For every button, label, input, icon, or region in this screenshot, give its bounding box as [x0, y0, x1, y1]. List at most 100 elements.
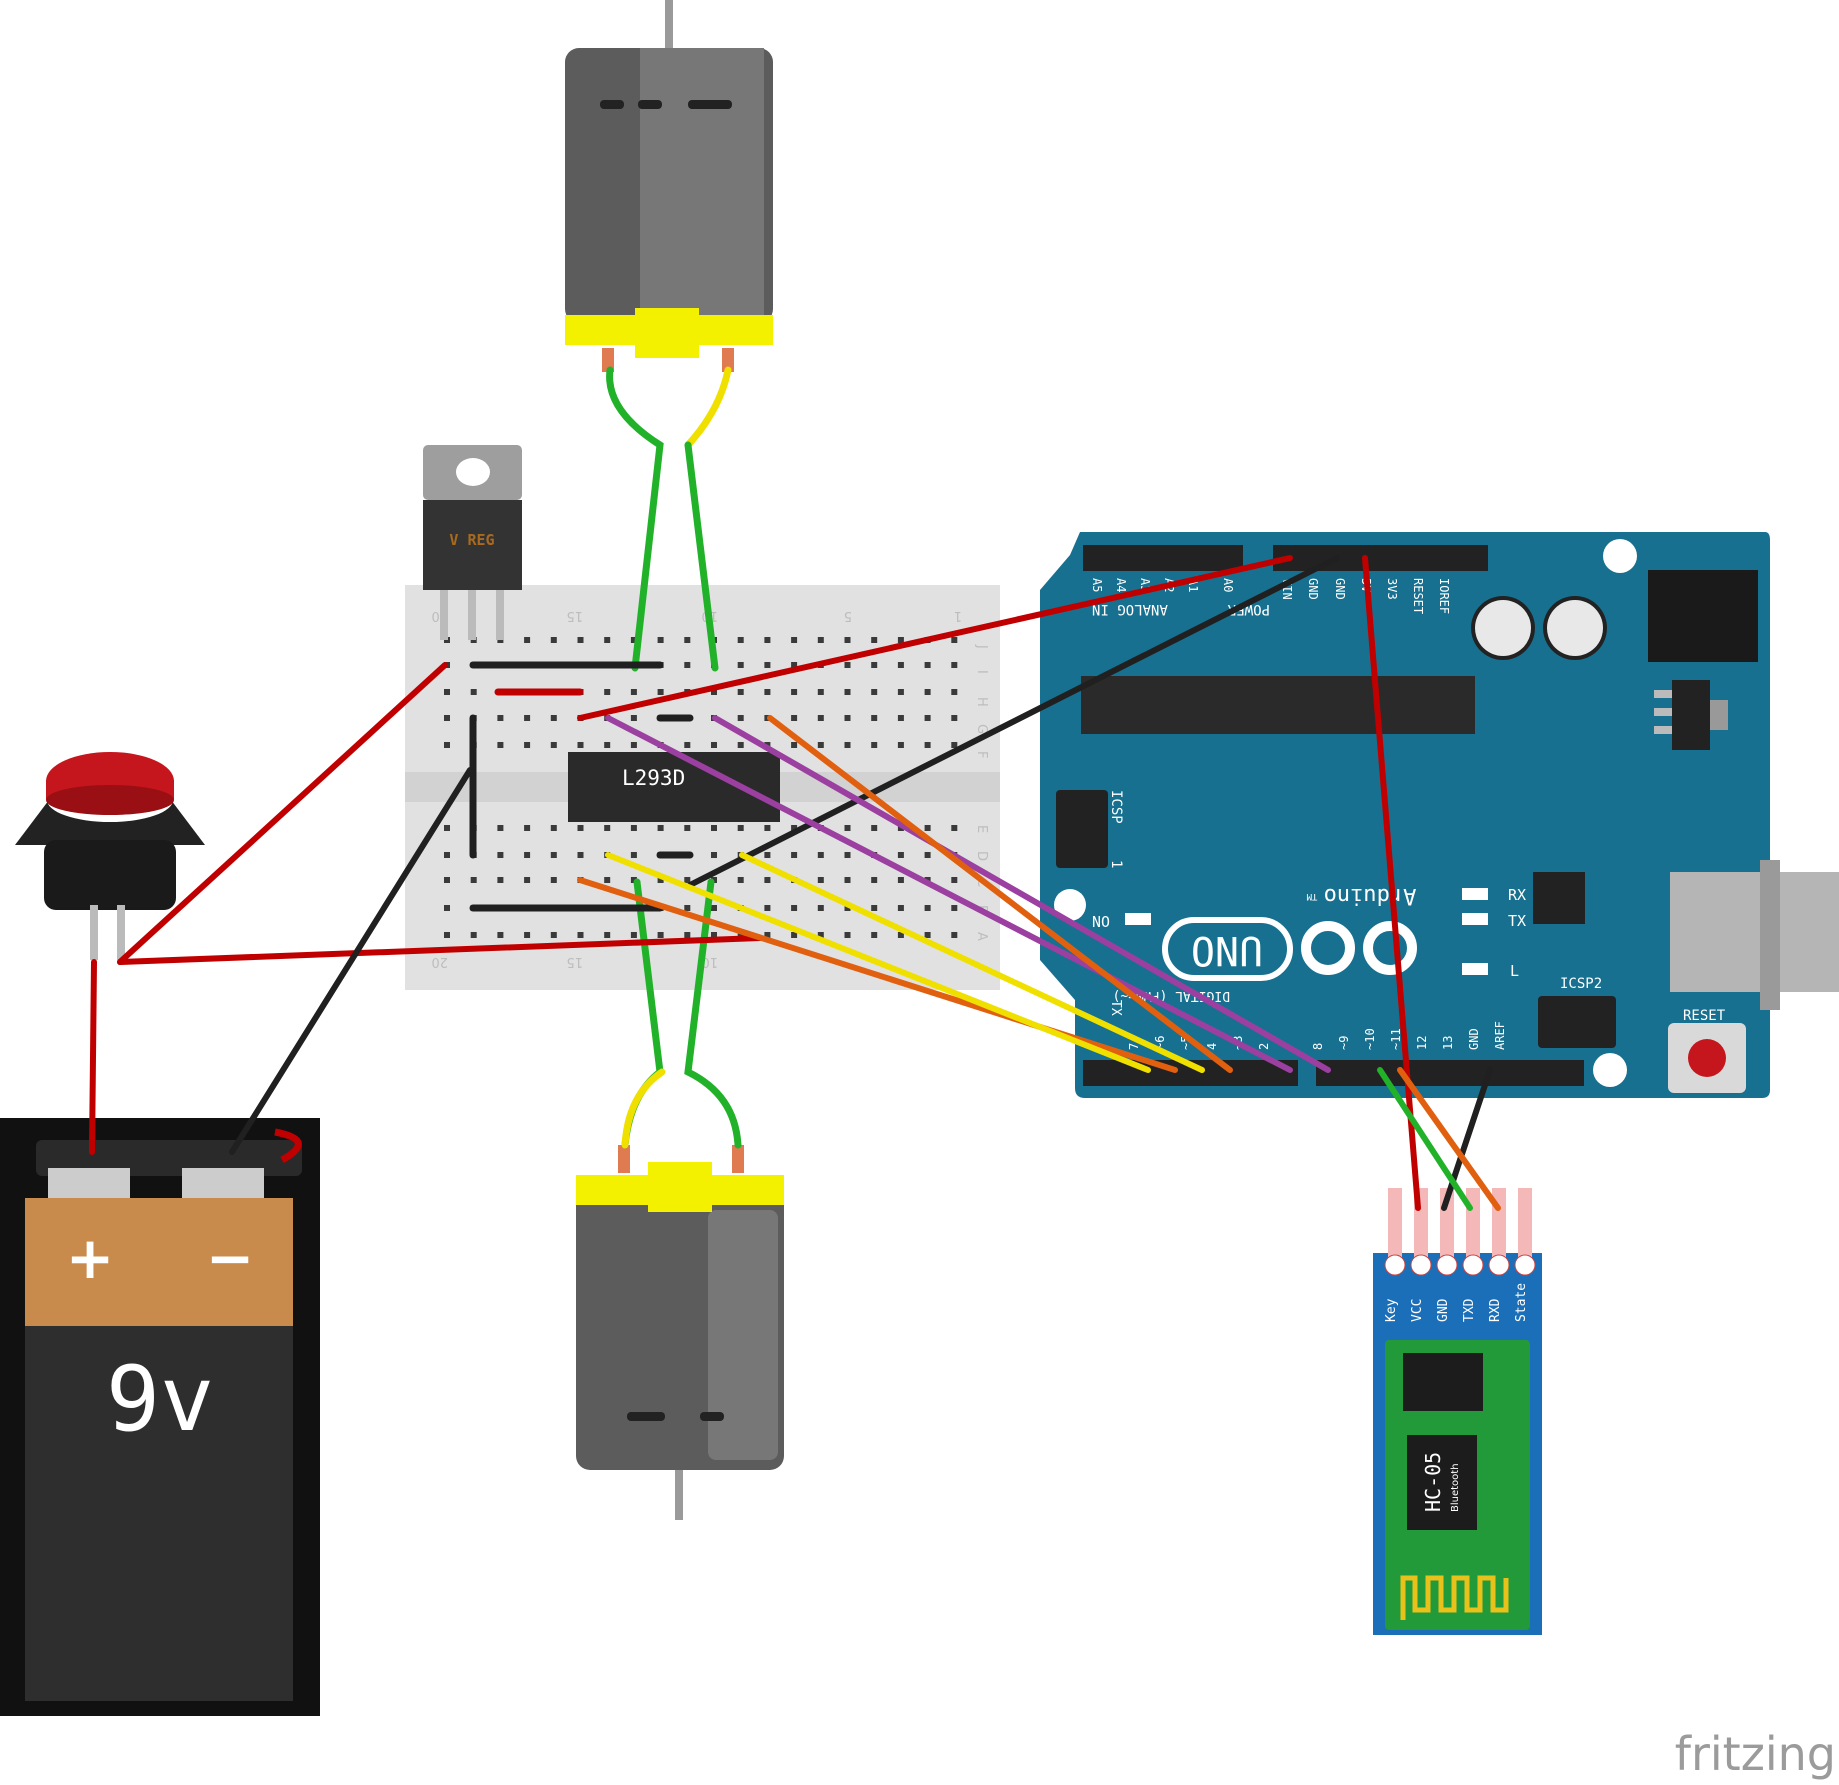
- pin-11-label: ~11: [1389, 1028, 1403, 1050]
- breadboard-hole: [951, 637, 958, 643]
- breadboard-hole: [444, 742, 450, 748]
- breadboard-hole: [897, 905, 904, 911]
- battery-9v: + − 9v: [0, 1118, 320, 1716]
- push-button: [15, 752, 205, 960]
- wire-motor-top-right: [684, 441, 719, 672]
- pin-10-label: ~10: [1363, 1028, 1377, 1050]
- regulator-label: V REG: [449, 531, 494, 549]
- breadboard-hole: [897, 742, 904, 748]
- wires: [89, 366, 1501, 1211]
- row-letter-g: G: [974, 724, 989, 734]
- breadboard-hole: [951, 689, 958, 695]
- row-letter-e: E: [974, 825, 989, 833]
- l-label: L: [1510, 962, 1519, 980]
- fritzing-watermark: fritzing: [1675, 1727, 1836, 1781]
- breadboard-hole: [524, 637, 531, 643]
- breadboard-hole: [844, 662, 851, 668]
- icsp2-label: ICSP2: [1560, 976, 1602, 992]
- breadboard-hole: [577, 852, 584, 858]
- breadboard-hole: [684, 905, 691, 911]
- breadboard-hole: [897, 637, 904, 643]
- breadboard-hole: [817, 715, 824, 721]
- breadboard-hole: [444, 932, 450, 938]
- breadboard-hole: [444, 905, 450, 911]
- col-num-10-bottom: 10: [701, 954, 718, 969]
- pin-a0-label: A0: [1221, 578, 1235, 592]
- breadboard-hole: [470, 689, 477, 695]
- pin-gnd1-label: GND: [1306, 578, 1320, 600]
- breadboard-hole: [550, 742, 557, 748]
- bt-pin-hole: [1384, 1254, 1406, 1276]
- wire-gnd-to-arduino: [687, 555, 1340, 888]
- tx-pin-label: TX: [1108, 1000, 1123, 1016]
- bt-pin-hole: [1514, 1254, 1536, 1276]
- motor-bottom: [576, 1145, 784, 1520]
- breadboard-hole: [604, 932, 611, 938]
- breadboard-hole: [550, 852, 557, 858]
- breadboard-hole: [657, 637, 664, 643]
- wire-orange-1: [767, 715, 1233, 1073]
- chip-label: L293D: [622, 766, 685, 790]
- breadboard-hole: [444, 825, 450, 831]
- pin-8-label: 8: [1311, 1043, 1325, 1050]
- col-num-1-top: 1: [954, 608, 962, 623]
- uno-logo-text: UNO: [1191, 927, 1263, 973]
- breadboard-hole: [444, 689, 450, 695]
- breadboard-hole: [630, 852, 637, 858]
- breadboard-hole: [711, 825, 717, 831]
- wire-button-to-board: [117, 935, 763, 965]
- breadboard-hole: [604, 637, 611, 643]
- breadboard-hole: [897, 715, 904, 721]
- wire-reg-to-button: [117, 662, 448, 965]
- bt-pin-hole: [1488, 1254, 1510, 1276]
- breadboard-hole: [764, 932, 771, 938]
- col-num-5-top: 5: [844, 608, 852, 623]
- breadboard-hole: [844, 932, 851, 938]
- breadboard-hole: [684, 637, 691, 643]
- breadboard-hole: [497, 852, 504, 858]
- breadboard-hole: [924, 905, 931, 911]
- bt-pin-labels: Key VCC GND TXD RXD State: [1384, 1283, 1529, 1322]
- breadboard-hole: [791, 905, 798, 911]
- breadboard-hole: [444, 852, 450, 858]
- breadboard-hole: [657, 932, 664, 938]
- battery-voltage-label: 9v: [106, 1347, 214, 1452]
- breadboard-hole: [577, 742, 584, 748]
- col-num-20-bottom: 20: [431, 954, 448, 969]
- breadboard-hole: [684, 877, 691, 883]
- breadboard-hole: [897, 852, 904, 858]
- breadboard-hole: [924, 662, 931, 668]
- breadboard-hole: [897, 689, 904, 695]
- breadboard-hole: [737, 715, 744, 721]
- breadboard-hole: [764, 637, 771, 643]
- breadboard-hole: [604, 877, 611, 883]
- voltage-regulator: V REG: [423, 445, 522, 640]
- breadboard-hole: [817, 877, 824, 883]
- breadboard-hole: [764, 877, 771, 883]
- breadboard-hole: [524, 852, 531, 858]
- breadboard-hole: [871, 742, 878, 748]
- breadboard-hole: [924, 715, 931, 721]
- breadboard-hole: [871, 662, 878, 668]
- breadboard-hole: [951, 715, 958, 721]
- breadboard-hole: [470, 877, 477, 883]
- breadboard-hole: [951, 825, 958, 831]
- breadboard-hole: [470, 932, 477, 938]
- breadboard-hole: [844, 715, 851, 721]
- breadboard-hole: [924, 932, 931, 938]
- battery-plus-label: +: [66, 1224, 115, 1292]
- breadboard-hole: [951, 662, 958, 668]
- breadboard-hole: [630, 637, 637, 643]
- bt-pin-txd: TXD: [1462, 1298, 1477, 1322]
- breadboard-hole: [791, 715, 798, 721]
- breadboard-hole: [844, 742, 851, 748]
- breadboard-hole: [497, 825, 504, 831]
- breadboard-hole: [791, 662, 798, 668]
- pin-7-label: 7: [1127, 1043, 1141, 1050]
- wire-yellow-1: [605, 852, 1151, 1073]
- bt-header-pin: [1518, 1188, 1532, 1258]
- wire-purple-2: [712, 715, 1331, 1073]
- breadboard-hole: [897, 932, 904, 938]
- breadboard-hole: [817, 932, 824, 938]
- pin-ioref-label: IOREF: [1437, 578, 1451, 614]
